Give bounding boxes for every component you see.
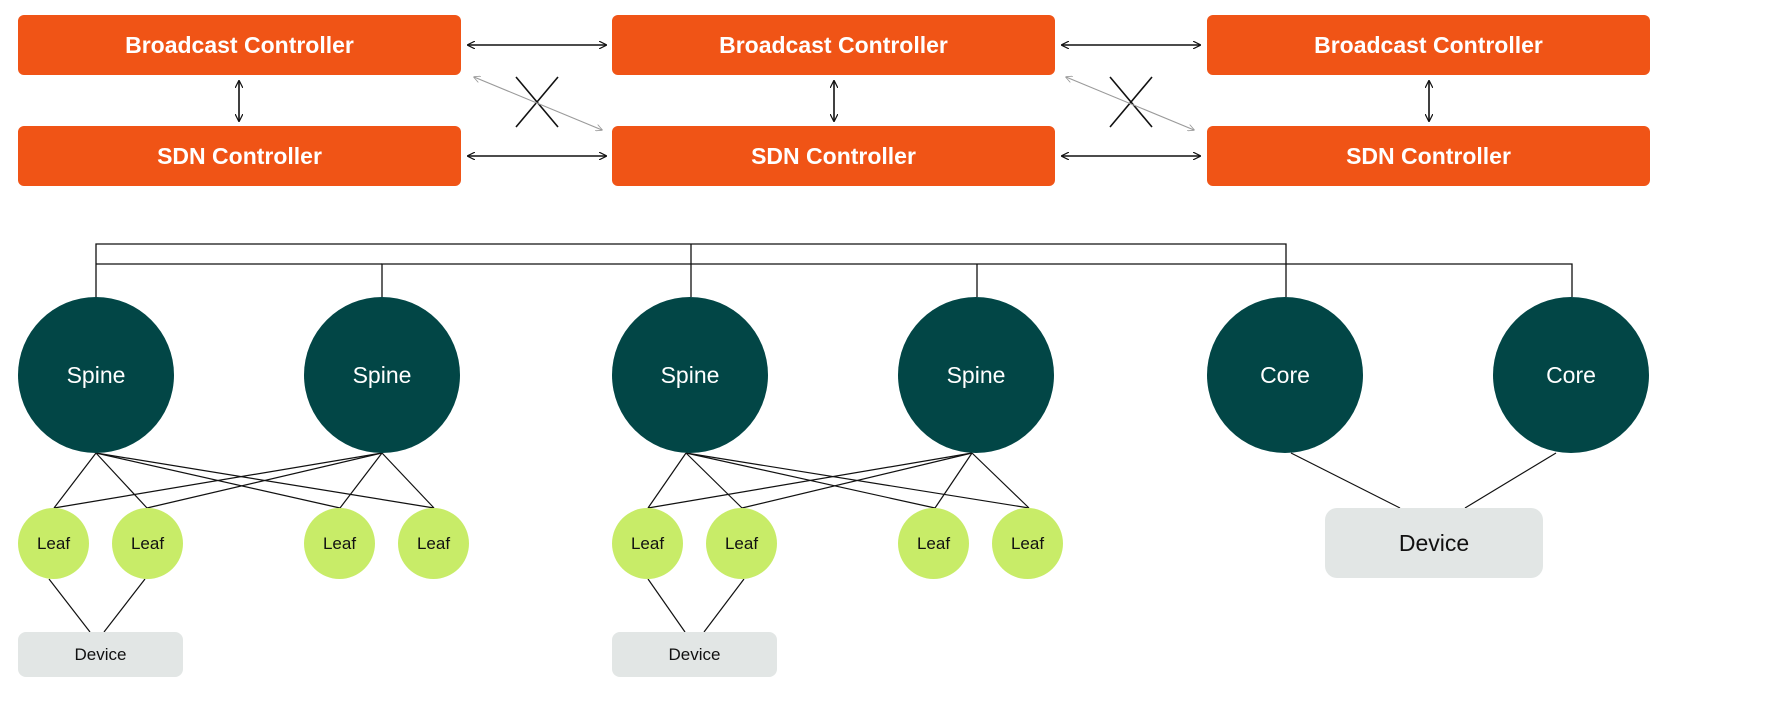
leaf-node-8-label: Leaf	[1010, 533, 1045, 553]
leaf-node-4: Leaf	[398, 508, 469, 579]
sdn-controller-1-label: SDN Controller	[157, 142, 322, 169]
core-node-2-label: Core	[1546, 361, 1596, 388]
leaf-node-5-label: Leaf	[630, 533, 665, 553]
device-3-label: Device	[1398, 529, 1470, 556]
leaf-node-8: Leaf	[992, 508, 1063, 579]
broadcast-controller-2-label: Broadcast Controller	[719, 31, 948, 58]
spine-node-3-label: Spine	[660, 361, 720, 388]
core-node-1-label: Core	[1260, 361, 1310, 388]
broadcast-controller-2: Broadcast Controller	[612, 15, 1055, 75]
core-node-1: Core	[1207, 297, 1363, 453]
core1-device3	[1290, 452, 1401, 509]
leaf-node-7-label: Leaf	[916, 533, 951, 553]
spine-node-3: Spine	[612, 297, 768, 453]
leaf6-device2	[703, 578, 745, 633]
device-1: Device	[18, 632, 183, 677]
spine-node-4: Spine	[898, 297, 1054, 453]
sdn-controller-2-label: SDN Controller	[751, 142, 916, 169]
leaf-node-2-label: Leaf	[130, 533, 165, 553]
mesh-group-1	[53, 452, 435, 509]
core2-device3	[1464, 452, 1557, 509]
broadcast-controller-1: Broadcast Controller	[18, 15, 461, 75]
leaf-node-4-label: Leaf	[416, 533, 451, 553]
faint-arrow-2	[1066, 77, 1194, 130]
spine-node-2-label: Spine	[352, 361, 412, 388]
spine-node-2: Spine	[304, 297, 460, 453]
spine-node-4-label: Spine	[946, 361, 1006, 388]
broadcast-controller-3-label: Broadcast Controller	[1314, 31, 1543, 58]
faint-arrow-1	[474, 77, 602, 130]
leaf-node-2: Leaf	[112, 508, 183, 579]
device-1-label: Device	[74, 644, 127, 664]
sdn-controller-1: SDN Controller	[18, 126, 461, 186]
leaf-node-3-label: Leaf	[322, 533, 357, 553]
leaf-node-6-label: Leaf	[724, 533, 759, 553]
leaf-node-1-label: Leaf	[36, 533, 71, 553]
leaf5-device2	[647, 578, 686, 633]
device-2-label: Device	[668, 644, 721, 664]
leaf-node-7: Leaf	[898, 508, 969, 579]
spine-node-1: Spine	[18, 297, 174, 453]
leaf-node-6: Leaf	[706, 508, 777, 579]
device-3: Device	[1325, 508, 1543, 578]
leaf-node-5: Leaf	[612, 508, 683, 579]
leaf-node-3: Leaf	[304, 508, 375, 579]
broadcast-controller-1-label: Broadcast Controller	[125, 31, 354, 58]
leaf2-device1	[103, 578, 146, 633]
leaf1-device1	[48, 578, 91, 633]
device-2: Device	[612, 632, 777, 677]
sdn-controller-3-label: SDN Controller	[1346, 142, 1511, 169]
sdn-controller-3: SDN Controller	[1207, 126, 1650, 186]
core-node-2: Core	[1493, 297, 1649, 453]
sdn-controller-2: SDN Controller	[612, 126, 1055, 186]
spine-node-1-label: Spine	[66, 361, 126, 388]
mesh-group-2	[647, 452, 1030, 509]
broadcast-controller-3: Broadcast Controller	[1207, 15, 1650, 75]
leaf-node-1: Leaf	[18, 508, 89, 579]
